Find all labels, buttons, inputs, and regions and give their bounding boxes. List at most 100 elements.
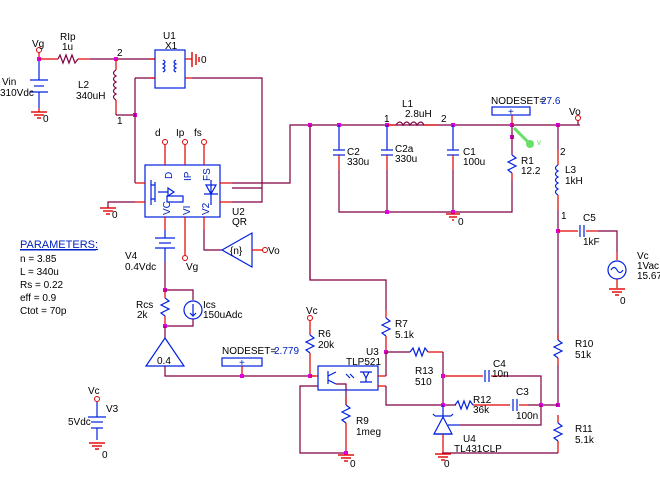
- c5-value: 1kF: [583, 237, 600, 248]
- u2-pin-vc: VC: [162, 201, 173, 215]
- vc-port-icon: [94, 396, 100, 402]
- rip-value: 1u: [62, 42, 73, 53]
- resistor-rcs[interactable]: [159, 297, 171, 317]
- r10-ref: R10: [575, 339, 594, 350]
- resistor-rip[interactable]: [57, 53, 79, 65]
- u4-shunt-regulator[interactable]: [432, 405, 460, 435]
- nodeset-1-value: 27.6: [541, 96, 561, 107]
- ip-port-label: Ip: [176, 128, 185, 139]
- d-port-icon: [162, 139, 168, 145]
- capacitor-c2a[interactable]: [381, 125, 393, 170]
- inductor-l2[interactable]: [112, 69, 118, 101]
- nodeset-1-label: NODESET=: [491, 96, 545, 107]
- l3-pin1: 1: [561, 211, 567, 222]
- gain-n-label: {n}: [230, 246, 243, 257]
- u2-pin-vi: VI: [182, 206, 193, 215]
- plus-icon: +: [239, 358, 245, 369]
- nodeset-2-value: 2.779: [274, 346, 299, 357]
- u1-value: X1: [165, 41, 178, 52]
- probe-label: v: [537, 138, 541, 147]
- ip-port-icon: [182, 139, 188, 145]
- ground-symbol-r9: 0: [338, 454, 356, 470]
- resistor-r6[interactable]: [304, 334, 316, 354]
- r1-value: 12.2: [521, 166, 541, 177]
- c2-ref: C2: [347, 147, 360, 158]
- gnd-label: 0: [620, 296, 626, 307]
- resistor-r9[interactable]: [340, 404, 352, 424]
- param-item: Ctot = 70p: [20, 306, 67, 317]
- v4-ref: V4: [125, 251, 138, 262]
- u3-value: TLP521: [346, 357, 381, 368]
- c4-ref: C4: [493, 359, 506, 370]
- gain-block-value: 0.4: [157, 356, 171, 367]
- resistor-r11[interactable]: [552, 422, 564, 442]
- resistor-r13[interactable]: [409, 346, 429, 358]
- rcs-value: 2k: [137, 310, 149, 321]
- u2-pin-v2: V2: [201, 202, 212, 215]
- u2-pin-ip: IP: [183, 171, 194, 181]
- v3-ref: V3: [106, 404, 119, 415]
- ground-symbol-out: 0: [446, 213, 464, 228]
- vin-source[interactable]: Vin 310Vdc: [0, 53, 48, 112]
- param-item: Rs = 0.22: [20, 280, 64, 291]
- ics-value: 150uAdc: [203, 310, 242, 321]
- vo-port-label: Vo: [268, 246, 280, 257]
- d-port-label: d: [155, 128, 161, 139]
- inductor-l1[interactable]: [395, 121, 425, 127]
- r9-value: 1meg: [356, 427, 381, 438]
- r6-value: 20k: [318, 340, 335, 351]
- c3-ref: C3: [516, 387, 529, 398]
- junction-dot: [344, 451, 348, 455]
- parameters-title: PARAMETERS:: [20, 239, 98, 251]
- u1-component[interactable]: 0: [150, 49, 207, 89]
- u2-ref: U2: [232, 207, 245, 218]
- pin1-label: 1: [117, 116, 123, 127]
- pin2-label: 2: [117, 48, 123, 59]
- inductor-l3[interactable]: [554, 164, 560, 196]
- v3-source[interactable]: [88, 402, 106, 440]
- r11-value: 5.1k: [575, 435, 595, 446]
- v4-source[interactable]: [155, 230, 175, 262]
- voltage-probe-icon[interactable]: [512, 126, 534, 148]
- nodeset-2-label: NODESET=: [222, 346, 276, 357]
- resistor-r12[interactable]: [454, 399, 474, 411]
- v4-value: 0.4Vdc: [125, 262, 156, 273]
- vg-port-label: Vg: [32, 39, 44, 50]
- junction-dot: [451, 210, 455, 214]
- fs-port-label: fs: [194, 128, 202, 139]
- vg-port-label: Vg: [186, 262, 198, 273]
- ground-symbol-v3: 0: [89, 442, 108, 461]
- nodeset-1-marker[interactable]: [491, 106, 531, 116]
- vc-ref: Vc: [637, 251, 649, 262]
- ics-ref: Ics: [203, 300, 216, 311]
- ground-symbol-vc: 0: [609, 288, 626, 307]
- capacitor-c1[interactable]: [447, 125, 459, 170]
- resistor-r7[interactable]: [380, 317, 392, 337]
- capacitor-c2[interactable]: [333, 125, 345, 170]
- gnd-label: 0: [458, 217, 464, 228]
- r13-value: 510: [415, 377, 432, 388]
- u2-component[interactable]: D IP FS VC VI V2: [135, 145, 232, 230]
- r13-ref: R13: [415, 366, 434, 377]
- vo-port-label: Vo: [569, 107, 581, 118]
- ground-symbol-vin: 0: [31, 111, 49, 125]
- r12-ref: R12: [473, 395, 492, 406]
- c3-value: 100n: [516, 411, 538, 422]
- l1-ref: L1: [402, 99, 414, 110]
- vc-value2: 15.67: [637, 271, 660, 282]
- gnd-label: 0: [350, 459, 356, 470]
- resistor-r1[interactable]: [506, 154, 518, 174]
- r10-value: 51k: [575, 350, 592, 361]
- vg-port-icon: [36, 47, 42, 53]
- param-item: n = 3.85: [20, 254, 57, 265]
- vc-port-icon: [307, 315, 313, 321]
- parameters-block[interactable]: PARAMETERS: n = 3.85 L = 340u Rs = 0.22 …: [20, 239, 98, 317]
- vo-port-icon: [262, 247, 268, 253]
- v3-value: 5Vdc: [68, 417, 91, 428]
- vin-ref: Vin: [2, 77, 16, 88]
- resistor-r10[interactable]: [552, 339, 564, 359]
- u3-optocoupler[interactable]: [310, 365, 386, 391]
- u2-pin-fs: FS: [202, 168, 213, 181]
